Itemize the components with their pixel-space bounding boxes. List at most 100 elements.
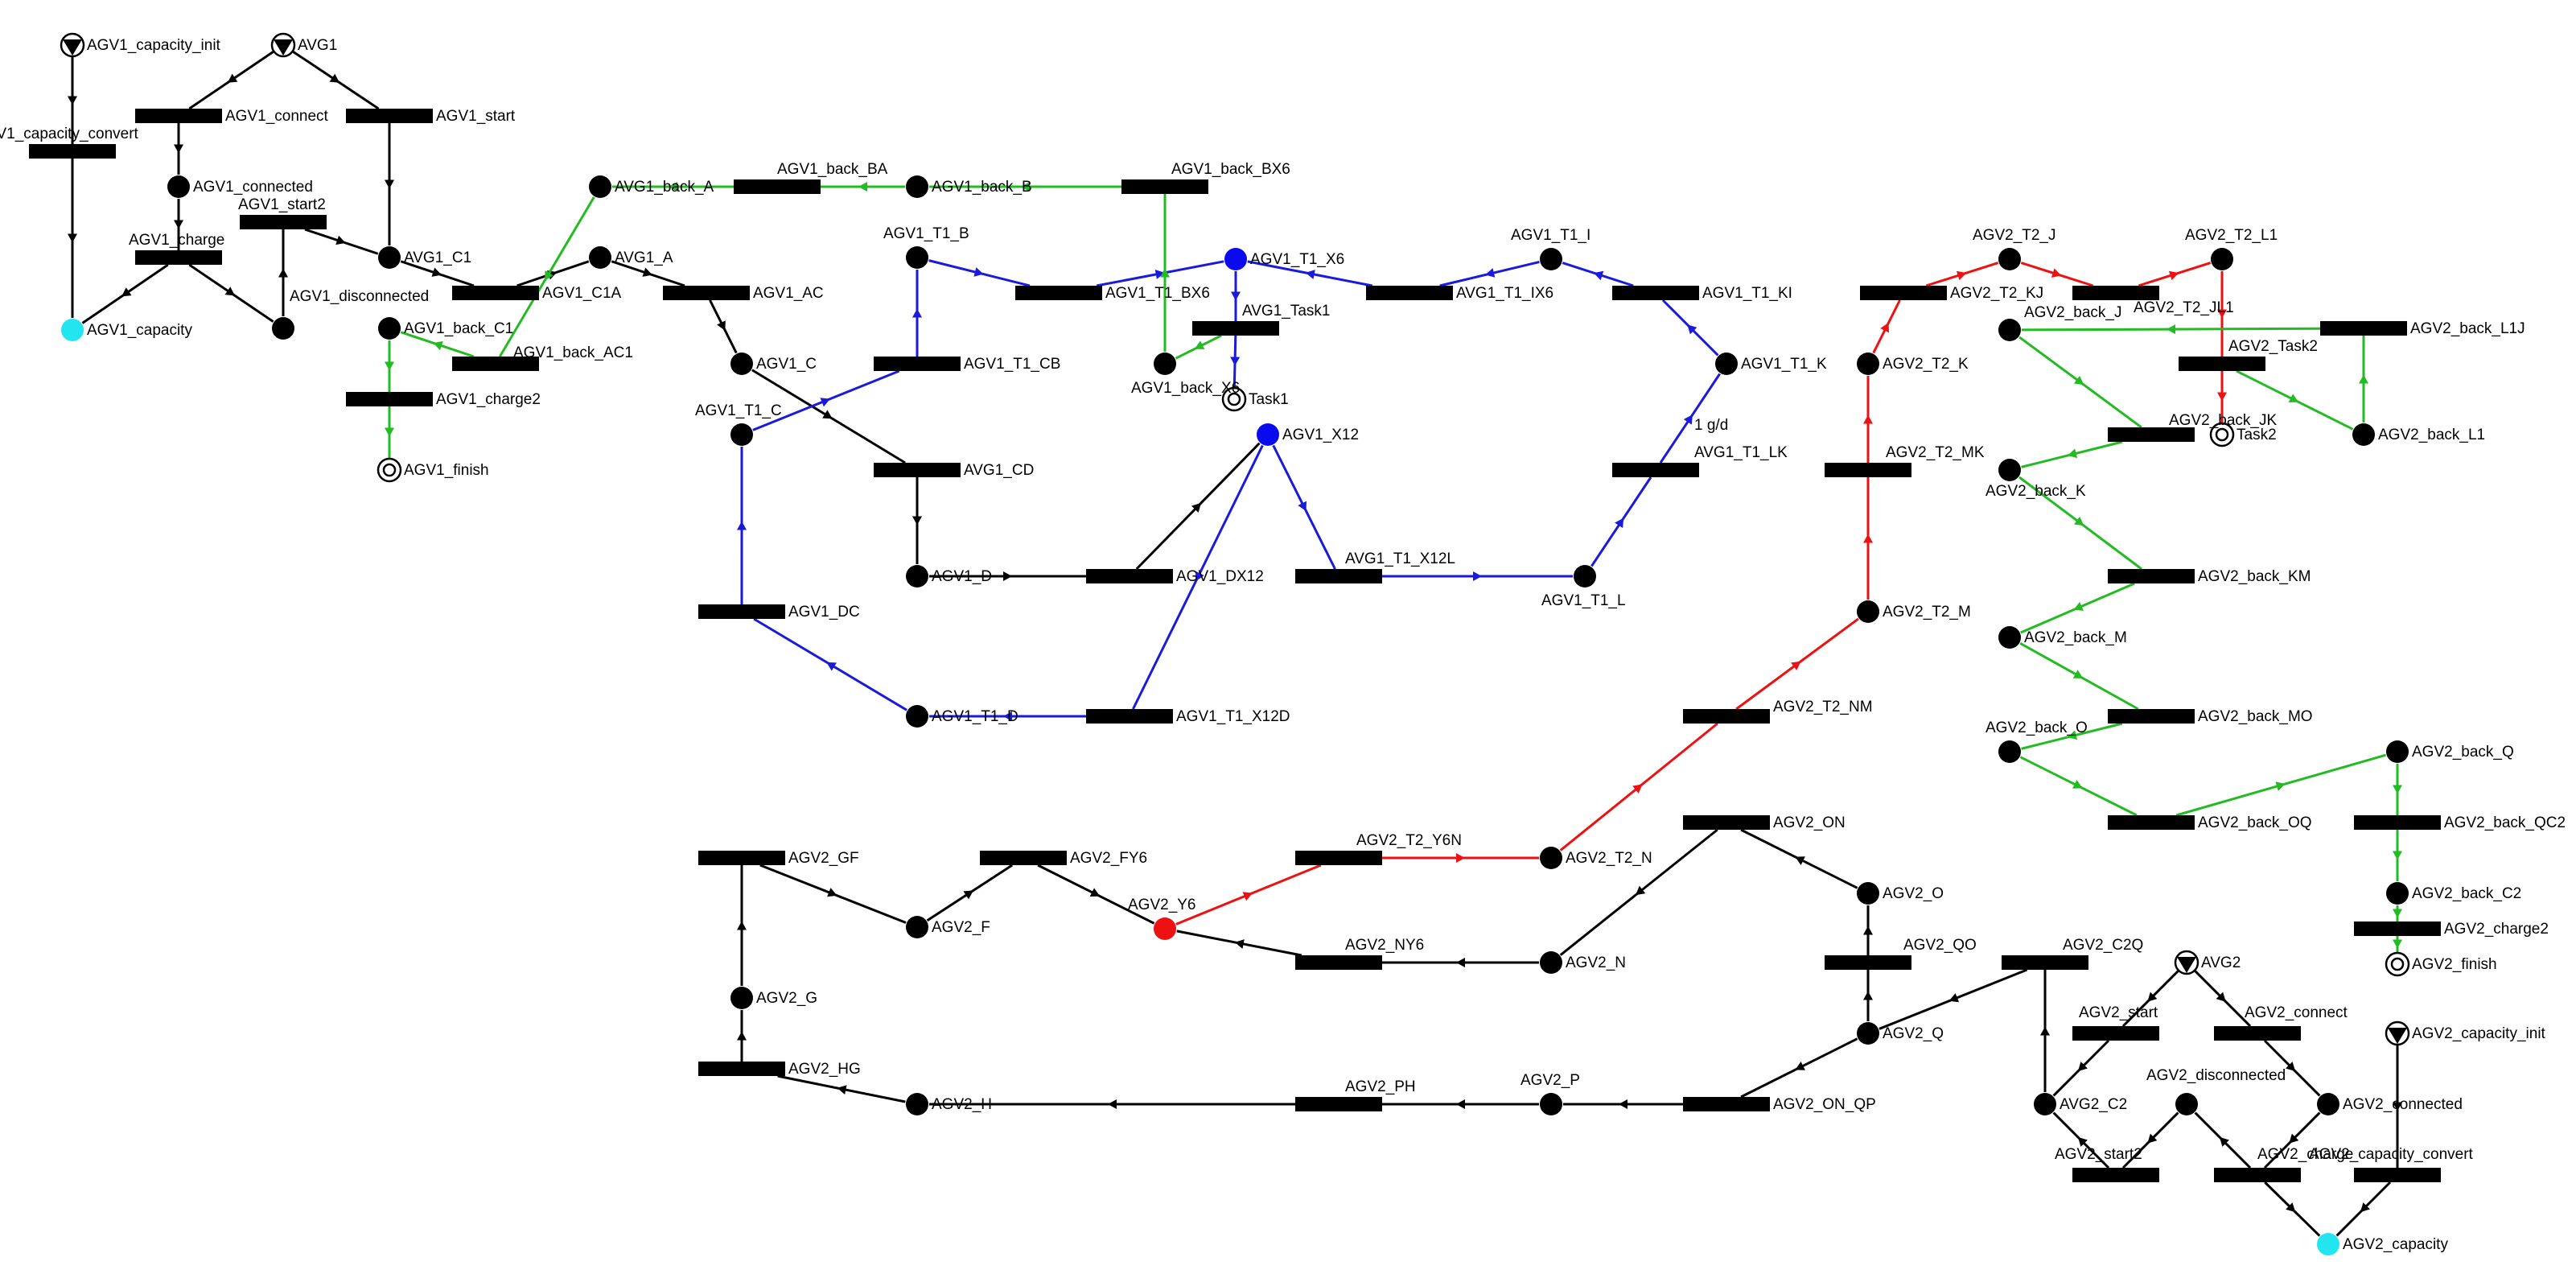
place-p_agv2_cap_init[interactable] — [2385, 1020, 2410, 1046]
place-p_agv2_disconnected[interactable] — [2175, 1093, 2198, 1115]
place-p_agv1_connected[interactable] — [167, 175, 190, 198]
transition-t_agv1_charge[interactable] — [135, 250, 222, 265]
transition-t_agv2_qo[interactable] — [1825, 955, 1911, 970]
place-p_agv1_disconnected[interactable] — [272, 317, 294, 340]
place-p_agv2_p[interactable] — [1540, 1093, 1562, 1115]
transition-t_agv2_back_oq[interactable] — [2108, 815, 2195, 830]
place-p_agv1_t1_d[interactable] — [906, 705, 928, 728]
transition-t_agv2_ny6[interactable] — [1295, 955, 1382, 970]
place-p_agv2_back_k[interactable] — [1998, 459, 2021, 481]
place-p_agv1_back_b[interactable] — [906, 175, 928, 198]
transition-t_agv1_back_ba[interactable] — [734, 179, 821, 194]
place-p_agv1_t1_l[interactable] — [1574, 565, 1596, 588]
transition-t_agv2_back_km[interactable] — [2108, 569, 2195, 583]
transition-t_agv2_t2_kj[interactable] — [1860, 286, 1947, 300]
place-p_avg1[interactable] — [270, 32, 296, 58]
transition-t_agv1_charge2[interactable] — [346, 392, 433, 406]
place-p_agv2_f[interactable] — [906, 916, 928, 938]
transition-t_agv1_start[interactable] — [346, 109, 433, 123]
place-p_avg1_a[interactable] — [589, 246, 611, 269]
place-p_agv2_n[interactable] — [1540, 951, 1562, 974]
place-p_avg2[interactable] — [2174, 950, 2199, 975]
transition-t_agv1_ac[interactable] — [663, 286, 750, 300]
place-p_task1[interactable] — [1221, 386, 1247, 412]
transition-t_agv2_hg[interactable] — [698, 1062, 785, 1076]
transition-t_agv2_t2_jl1[interactable] — [2072, 286, 2159, 300]
place-p_agv1_c[interactable] — [730, 353, 753, 375]
place-p_agv1_back_c1[interactable] — [378, 317, 401, 340]
transition-t_agv2_c2q[interactable] — [2002, 955, 2088, 970]
transition-t_agv1_t1_cb[interactable] — [874, 357, 961, 371]
place-p_agv2_back_l1[interactable] — [2352, 423, 2375, 446]
place-p_agv2_back_q[interactable] — [2386, 740, 2409, 763]
place-p_agv2_g[interactable] — [730, 987, 753, 1009]
place-p_agv2_capacity[interactable] — [2317, 1233, 2339, 1255]
place-p_agv2_connected[interactable] — [2317, 1093, 2339, 1115]
transition-t_agv2_t2_nm[interactable] — [1683, 709, 1770, 724]
place-p_agv1_finish[interactable] — [377, 457, 402, 483]
place-p_task2[interactable] — [2209, 422, 2235, 447]
transition-t_agv1_back_ac1[interactable] — [452, 357, 539, 371]
transition-t_avg1_t1_x12l[interactable] — [1295, 569, 1382, 583]
transition-t_agv2_back_mo[interactable] — [2108, 709, 2195, 724]
transition-t_agv1_t1_ki[interactable] — [1612, 286, 1699, 300]
place-p_agv2_o[interactable] — [1857, 882, 1879, 905]
transition-t_agv1_connect[interactable] — [135, 109, 222, 123]
transition-t_agv2_task2[interactable] — [2179, 357, 2265, 371]
place-p_agv1_t1_b[interactable] — [906, 246, 928, 269]
place-p_agv2_t2_k[interactable] — [1857, 353, 1879, 375]
transition-t_agv1_start2[interactable] — [240, 215, 327, 229]
transition-t_agv2_fy6[interactable] — [980, 851, 1067, 865]
transition-t_agv2_on[interactable] — [1683, 815, 1770, 830]
transition-t_agv1_dc[interactable] — [698, 604, 785, 619]
place-p_agv2_t2_n[interactable] — [1540, 847, 1562, 869]
place-p_agv2_t2_m[interactable] — [1857, 600, 1879, 623]
place-p_agv1_t1_i[interactable] — [1540, 248, 1562, 270]
transition-t_agv2_charge2[interactable] — [2354, 921, 2441, 936]
place-p_agv2_y6[interactable] — [1154, 917, 1176, 940]
transition-t_agv2_charge[interactable] — [2214, 1168, 2301, 1182]
transition-t_agv2_back_l1j[interactable] — [2320, 321, 2407, 336]
transition-t_agv2_on_qp[interactable] — [1683, 1097, 1770, 1111]
transition-t_agv1_t1_bx6[interactable] — [1015, 286, 1102, 300]
transition-t_agv2_start[interactable] — [2072, 1026, 2159, 1041]
place-p_agv2_t2_j[interactable] — [1998, 248, 2021, 270]
place-p_agv1_cap_init[interactable] — [60, 32, 85, 58]
place-p_agv2_back_c2[interactable] — [2386, 882, 2409, 905]
transition-t_agv1_t1_x12d[interactable] — [1086, 709, 1173, 724]
transition-t_agv2_back_qc2[interactable] — [2354, 815, 2441, 830]
place-p_avg1_back_a[interactable] — [589, 175, 611, 198]
transition-t_avg1_task1[interactable] — [1192, 321, 1279, 336]
transition-t_agv2_connect[interactable] — [2214, 1026, 2301, 1041]
transition-t_agv2_gf[interactable] — [698, 851, 785, 865]
place-p_agv2_h[interactable] — [906, 1093, 928, 1115]
transition-t_agv1_back_bx6[interactable] — [1121, 179, 1208, 194]
transition-t_agv2_start2[interactable] — [2072, 1168, 2159, 1182]
place-p_agv1_x12[interactable] — [1257, 423, 1279, 446]
place-p_agv1_back_x6[interactable] — [1154, 353, 1176, 375]
place-p_agv1_t1_x6[interactable] — [1224, 248, 1247, 270]
transition-t_agv2_t2_y6n[interactable] — [1295, 851, 1382, 865]
transition-t_agv2_ph[interactable] — [1295, 1097, 1382, 1111]
place-p_agv1_d[interactable] — [906, 565, 928, 588]
transition-t_agv1_c1a[interactable] — [452, 286, 539, 300]
place-p_avg2_c2[interactable] — [2034, 1093, 2056, 1115]
place-p_agv1_t1_k[interactable] — [1715, 353, 1738, 375]
place-p_agv2_back_j[interactable] — [1998, 319, 2021, 341]
transition-t_avg1_t1_lk[interactable] — [1612, 463, 1699, 477]
transition-t_agv1_cap_convert[interactable] — [29, 144, 116, 159]
place-p_agv2_back_m[interactable] — [1998, 626, 2021, 649]
transition-t_agv2_cap_convert[interactable] — [2354, 1168, 2441, 1182]
place-p_agv2_finish[interactable] — [2385, 951, 2410, 977]
transition-t_agv1_dx12[interactable] — [1086, 569, 1173, 583]
place-p_agv1_capacity[interactable] — [61, 319, 84, 341]
place-p_agv2_back_o[interactable] — [1998, 740, 2021, 763]
transition-t_agv2_back_jk[interactable] — [2108, 427, 2195, 442]
place-p_agv1_t1_c[interactable] — [730, 423, 753, 446]
transition-t_avg1_t1_ix6[interactable] — [1366, 286, 1453, 300]
place-p_avg1_c1[interactable] — [378, 246, 401, 269]
transition-t_avg1_cd[interactable] — [874, 463, 961, 477]
place-p_agv2_q[interactable] — [1857, 1022, 1879, 1045]
place-p_agv2_t2_l1[interactable] — [2211, 248, 2233, 270]
transition-t_agv2_t2_mk[interactable] — [1825, 463, 1911, 477]
